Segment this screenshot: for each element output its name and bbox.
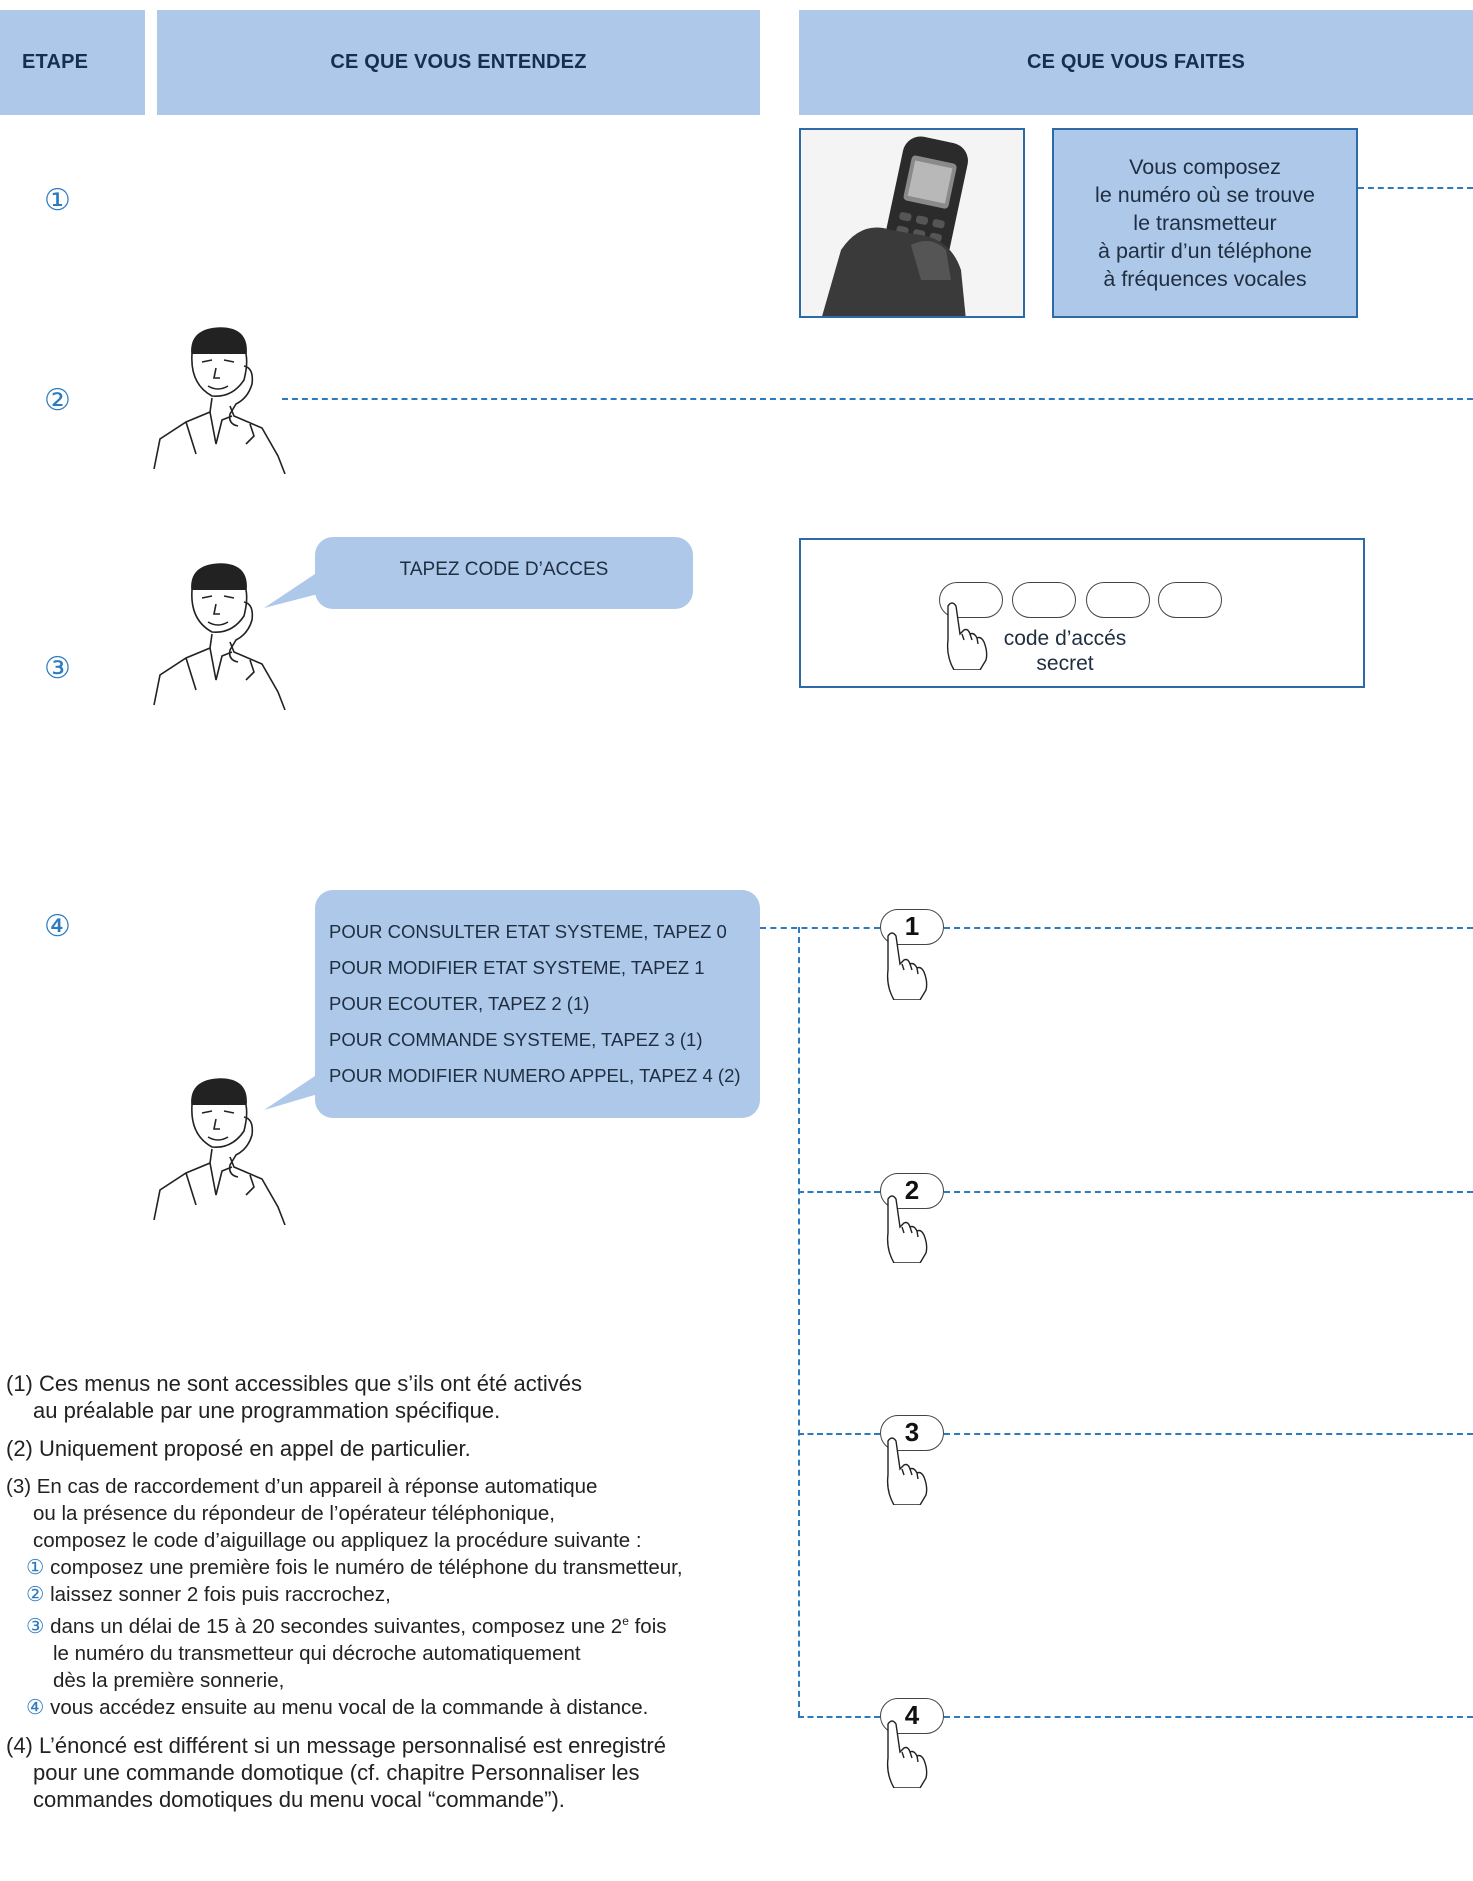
footnote-3-item-3-line-2: le numéro du transmetteur qui décroche a… [53,1641,581,1665]
man-on-phone-icon [150,560,320,711]
footnote-4: (4) L’énoncé est différent si un message… [6,1732,796,1813]
footnotes: (1) Ces menus ne sont accessibles que s’… [6,1370,796,1824]
dashed-connector [282,398,1473,400]
footnote-3-line-2: ou la présence du répondeur de l’opérate… [33,1502,555,1525]
menu-option-0: POUR CONSULTER ETAT SYSTEME, TAPEZ 0 [329,921,727,942]
item-number: ③ [26,1614,45,1638]
superscript: e [622,1614,629,1628]
item-text: dans un délai de 15 à 20 secondes suivan… [50,1614,623,1638]
access-code-label: code d’accés secret [1000,626,1130,676]
access-code-label-line1: code d’accés [1003,627,1127,650]
item-text: laissez sonner 2 fois puis raccrochez, [50,1583,391,1606]
pointing-hand-icon [886,1437,928,1505]
footnote-4-line-1: (4) L’énoncé est différent si un message… [6,1732,666,1758]
dashed-connector [798,1433,880,1435]
dashed-connector [1358,187,1473,189]
dial-line-5: à fréquences vocales [1103,267,1307,291]
access-code-box [799,538,1365,688]
footnote-1: (1) Ces menus ne sont accessibles que s’… [6,1370,796,1424]
item-text: vous accédez ensuite au menu vocal de la… [50,1695,649,1719]
dashed-connector [798,1716,880,1718]
header-etape: ETAPE [0,10,145,115]
footnote-4-line-2: pour une commande domotique (cf. chapitr… [33,1759,640,1785]
step-number-1: ① [44,184,71,217]
dashed-connector [944,1433,1473,1435]
menu-option-2: POUR ECOUTER, TAPEZ 2 (1) [329,993,590,1014]
footnote-3-line-1: (3) En cas de raccordement d’un appareil… [6,1475,598,1498]
header-what-you-do: CE QUE VOUS FAITES [799,10,1473,115]
man-on-phone-icon [150,1075,320,1226]
footnote-2: (2) Uniquement proposé en appel de parti… [6,1435,796,1462]
footnote-3-item-4: ④ vous accédez ensuite au menu vocal de … [6,1694,796,1721]
dashed-connector [798,927,800,1717]
mobile-phone-icon [801,130,1023,316]
dashed-connector [944,1191,1473,1193]
speech-bubble-menu: POUR CONSULTER ETAT SYSTEME, TAPEZ 0 POU… [315,890,760,1118]
dial-line-1: Vous composez [1129,155,1281,179]
keypad-key-blank [1012,582,1076,618]
menu-option-4: POUR MODIFIER NUMERO APPEL, TAPEZ 4 (2) [329,1065,741,1086]
footnote-2-line-1: (2) Uniquement proposé en appel de parti… [6,1436,471,1461]
speech-tail-icon [264,1074,318,1110]
menu-option-1: POUR MODIFIER ETAT SYSTEME, TAPEZ 1 [329,957,705,978]
footnote-3-item-3: ③ dans un délai de 15 à 20 secondes suiv… [6,1608,796,1640]
menu-option-3: POUR COMMANDE SYSTEME, TAPEZ 3 (1) [329,1029,703,1050]
step-number-4: ④ [44,910,71,943]
speech-tail-icon [264,572,318,608]
footnote-1-line-1: (1) Ces menus ne sont accessibles que s’… [6,1371,582,1396]
item-number: ① [26,1556,45,1579]
pointing-hand-icon [886,932,928,1000]
footnote-3-item-2: ② laissez sonner 2 fois puis raccrochez, [6,1581,796,1608]
keypad-key-blank [1158,582,1222,618]
dial-line-4: à partir d’un téléphone [1098,239,1312,263]
pointing-hand-icon [886,1195,928,1263]
pointing-hand-icon [946,602,988,670]
footnote-4-line-3: commandes domotiques du menu vocal “comm… [33,1786,565,1812]
dashed-connector [798,1191,880,1193]
pointing-hand-icon [886,1720,928,1788]
keypad-key-4: 4 [880,1698,944,1734]
dial-instruction-box: Vous composez le numéro où se trouve le … [1052,128,1358,318]
dashed-connector [760,927,880,929]
footnote-3-item-1: ① composez une première fois le numéro d… [6,1554,796,1581]
step-number-3: ③ [44,652,71,685]
man-on-phone-icon [150,324,320,475]
dial-line-3: le transmetteur [1133,211,1277,235]
item-text: composez une première fois le numéro de … [50,1556,683,1579]
footnote-1-line-2: au préalable par une programmation spéci… [33,1398,501,1423]
item-number: ④ [26,1695,45,1719]
footnote-3-line-3: composez le code d’aiguillage ou appliqu… [33,1529,642,1552]
footnote-3-item-3-line-3: dès la première sonnerie, [53,1668,285,1692]
access-code-label-line2: secret [1036,652,1094,675]
speech-bubble-access-code: TAPEZ CODE D’ACCES [315,537,693,609]
dial-line-2: le numéro où se trouve [1095,183,1315,207]
item-number: ② [26,1583,45,1606]
phone-photo [799,128,1025,318]
dashed-connector [944,927,1473,929]
header-what-you-hear: CE QUE VOUS ENTENDEZ [157,10,760,115]
item-text-end: fois [628,1614,667,1638]
keypad-key-blank [1086,582,1150,618]
step-number-2: ② [44,384,71,417]
dashed-connector [944,1716,1473,1718]
footnote-3: (3) En cas de raccordement d’un appareil… [6,1473,796,1721]
